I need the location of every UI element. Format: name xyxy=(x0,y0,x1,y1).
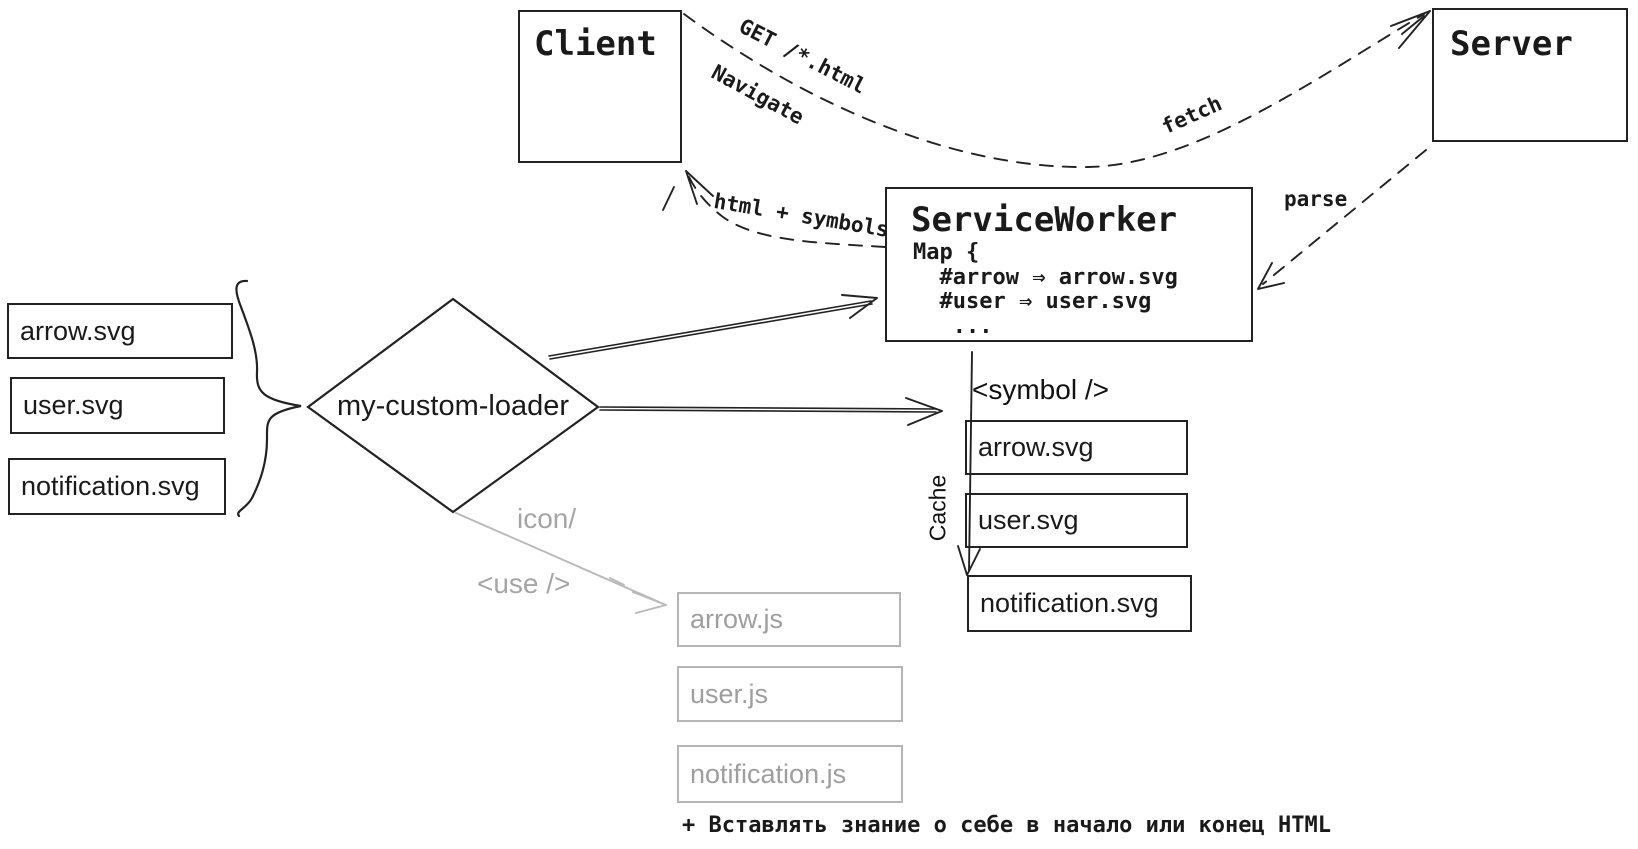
service-worker-node: ServiceWorker Map { #arrow ⇒ arrow.svg #… xyxy=(885,187,1253,342)
cache-file-arrow-svg: arrow.svg xyxy=(965,420,1188,475)
source-file-notification-svg: notification.svg xyxy=(8,458,226,515)
source-file-label: notification.svg xyxy=(21,471,200,501)
js-module-notification-js: notification.js xyxy=(677,745,903,803)
source-file-label: arrow.svg xyxy=(20,315,136,346)
loader-label: my-custom-loader xyxy=(336,390,570,422)
use-tag-label: <use /> xyxy=(477,568,571,599)
parse-dashed-edge xyxy=(1262,149,1427,285)
loader-to-serviceworker-edge xyxy=(548,300,873,360)
source-file-arrow-svg: arrow.svg xyxy=(7,303,233,359)
cache-arrowhead-icon xyxy=(957,545,981,576)
client-node: Client xyxy=(518,10,682,163)
cache-file-user-svg: user.svg xyxy=(965,493,1188,548)
js-module-label: arrow.js xyxy=(690,604,784,634)
icon-path-label: icon/ xyxy=(517,503,577,534)
edge-label-html-symbols: html + symbols xyxy=(712,189,891,242)
server-node: Server xyxy=(1432,8,1628,142)
cache-label: Cache xyxy=(924,474,951,542)
js-module-arrow-js: arrow.js xyxy=(677,592,901,647)
symbol-header-label: <symbol /> xyxy=(972,374,1109,405)
cache-file-notification-svg: notification.svg xyxy=(967,575,1192,632)
edge-label-parse: parse xyxy=(1284,187,1348,211)
loader-to-symbol-arrowhead-icon xyxy=(905,397,943,426)
service-worker-title: ServiceWorker xyxy=(911,200,1178,240)
source-file-label: user.svg xyxy=(23,390,124,420)
cache-file-label: user.svg xyxy=(978,505,1079,535)
loader-to-js-arrowhead-icon xyxy=(609,577,667,614)
html-symbols-arrowhead-icon xyxy=(662,170,714,211)
loader-to-serviceworker-arrowhead-icon xyxy=(841,294,878,319)
js-module-user-js: user.js xyxy=(677,666,903,722)
loader-to-symbol-edge xyxy=(599,406,937,413)
footer-note: + Вставлять знание о себе в начало или к… xyxy=(682,813,1332,838)
server-title: Server xyxy=(1450,24,1573,64)
edge-label-navigate: Navigate xyxy=(707,60,808,130)
cache-file-label: arrow.svg xyxy=(978,432,1094,462)
brace xyxy=(235,279,302,518)
js-module-label: notification.js xyxy=(690,758,847,789)
cache-file-label: notification.svg xyxy=(980,588,1159,618)
client-title: Client xyxy=(534,24,657,64)
fetch-arrowhead-icon xyxy=(1390,10,1431,49)
source-file-user-svg: user.svg xyxy=(10,377,225,434)
service-worker-map: Map { #arrow ⇒ arrow.svg #user ⇒ user.sv… xyxy=(913,240,1178,339)
edge-label-fetch: fetch xyxy=(1158,91,1226,139)
js-module-label: user.js xyxy=(690,678,769,709)
client-to-server-dashed-edge xyxy=(683,13,1425,168)
parse-arrowhead-icon xyxy=(1257,262,1285,290)
